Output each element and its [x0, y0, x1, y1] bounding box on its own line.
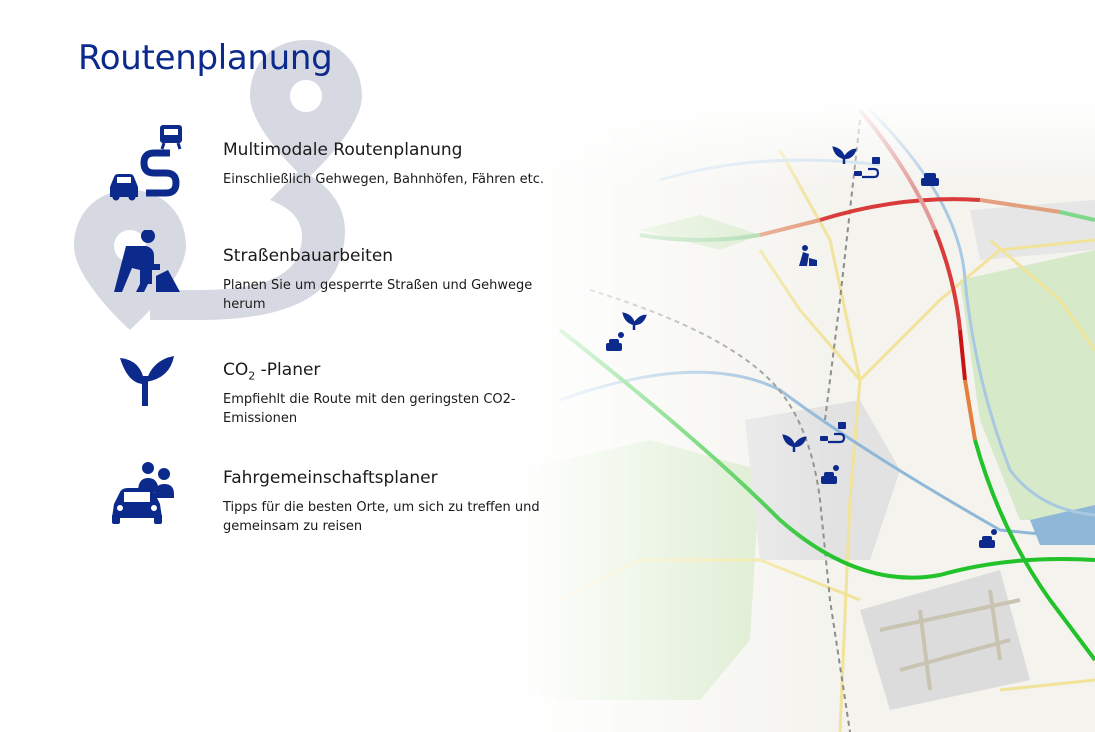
feature-co2: CO2 -Planer Empfiehlt die Route mit den … [0, 356, 560, 450]
feature-description: Empfiehlt die Route mit den geringsten C… [223, 392, 516, 426]
route-icon [100, 125, 190, 205]
feature-title: Fahrgemeinschaftsplaner [223, 468, 438, 488]
background-route-pin-icon [74, 40, 362, 330]
feature-description: Planen Sie um gesperrte Straßen und Gehw… [223, 278, 533, 312]
map-carpool-icon[interactable] [821, 465, 839, 484]
map-car-icon[interactable] [921, 173, 939, 186]
page-title: Routenplanung [78, 38, 333, 78]
map-sprout-icon[interactable] [622, 312, 647, 330]
feature-carpool: Fahrgemeinschaftsplaner Tipps für die be… [0, 462, 560, 558]
map-sprout-icon[interactable] [832, 146, 857, 164]
map-route-icon[interactable] [820, 422, 846, 444]
feature-description: Tipps für die besten Orte, um sich zu tr… [223, 500, 540, 534]
feature-title: Straßenbauarbeiten [223, 246, 394, 266]
carpool-icon [100, 462, 190, 542]
map-route-icon[interactable] [854, 157, 880, 179]
feature-title: Multimodale Routenplanung [223, 140, 463, 160]
feature-multimodal: Multimodale Routenplanung Einschließlich… [0, 125, 560, 230]
feature-roadworks: Straßenbauarbeiten Planen Sie um gesperr… [0, 230, 560, 336]
map-carpool-icon[interactable] [979, 529, 997, 548]
map-carpool-icon[interactable] [606, 332, 624, 351]
feature-title: CO2 -Planer [223, 360, 321, 383]
feature-description: Einschließlich Gehwegen, Bahnhöfen, Fähr… [223, 172, 545, 187]
roadworks-icon [100, 230, 190, 310]
map-roadworks-icon[interactable] [799, 245, 817, 266]
sprout-icon [100, 354, 190, 434]
map-sprout-icon[interactable] [782, 434, 807, 452]
